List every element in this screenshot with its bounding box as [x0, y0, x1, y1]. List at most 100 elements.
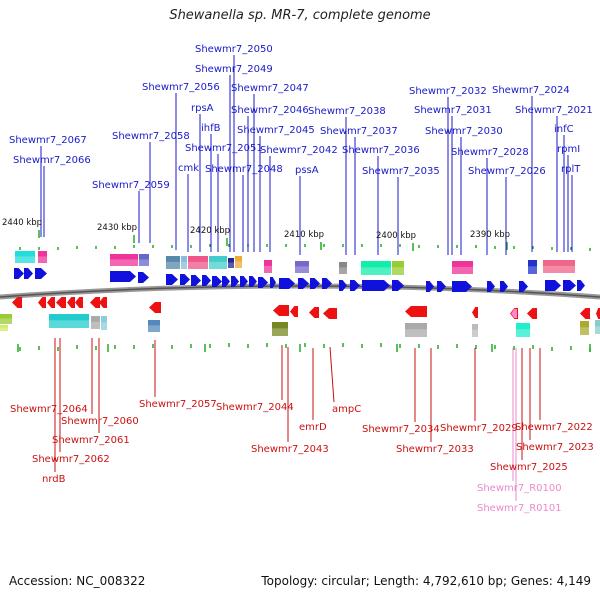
reverse-gene-arrow	[56, 297, 66, 308]
forward-gene-arrow	[310, 278, 320, 289]
forward-label-shewmr7-2045: Shewmr7_2045	[237, 125, 315, 136]
reverse-label-shewmr7-2043: Shewmr7_2043	[251, 444, 329, 455]
forward-label-shewmr7-2042: Shewmr7_2042	[260, 145, 338, 156]
reverse-label-shewmr7-2057: Shewmr7_2057	[139, 399, 217, 410]
forward-gene-arrow	[24, 268, 33, 279]
feature-box-shade	[110, 259, 138, 266]
forward-gene-arrow	[231, 276, 239, 287]
feature-box-shade	[272, 328, 288, 336]
forward-gene-arrow	[563, 280, 576, 291]
feature-box-shade	[228, 262, 234, 268]
feature-box-shade	[361, 267, 391, 275]
reverse-label-nrdb: nrdB	[42, 474, 66, 485]
forward-gene-arrow	[180, 274, 190, 285]
scale-label-2430-kbp: 2430 kbp	[97, 223, 137, 233]
feature-box-shade	[15, 256, 35, 263]
forward-gene-arrow	[110, 271, 136, 282]
forward-gene-arrow	[240, 276, 248, 287]
forward-gene-arrow	[350, 280, 360, 291]
forward-label-ihfb: ihfB	[201, 123, 221, 134]
feature-box-shade	[543, 265, 575, 273]
scale-label-2400-kbp: 2400 kbp	[376, 231, 416, 241]
forward-gene-arrow	[202, 275, 211, 286]
feature-box	[272, 322, 288, 336]
reverse-label-ampc: ampC	[332, 404, 361, 415]
feature-box	[405, 323, 427, 337]
reverse-label-shewmr7-2064: Shewmr7_2064	[10, 404, 88, 415]
feature-box-shade	[49, 320, 89, 328]
forward-gene-arrow	[519, 281, 528, 292]
feature-box	[516, 323, 530, 337]
feature-box	[0, 314, 12, 324]
feature-box	[580, 321, 589, 335]
reverse-label-emrd: emrD	[299, 422, 327, 433]
feature-box	[148, 320, 160, 332]
feature-box-shade	[188, 261, 208, 269]
forward-label-shewmr7-2058: Shewmr7_2058	[112, 131, 190, 142]
rna-gene-arrow	[511, 309, 517, 318]
feature-box	[91, 316, 100, 329]
scale-label-2390-kbp: 2390 kbp	[470, 230, 510, 240]
feature-box	[264, 260, 272, 273]
forward-gene-arrow	[35, 268, 47, 279]
reverse-label-shewmr7-2062: Shewmr7_2062	[32, 454, 110, 465]
forward-label-shewmr7-2021: Shewmr7_2021	[515, 105, 593, 116]
reverse-gene-arrow	[149, 302, 161, 313]
feature-box	[228, 258, 234, 268]
forward-label-infc: infC	[554, 124, 574, 135]
reverse-gene-arrow	[12, 297, 22, 308]
reverse-label-shewmr7-2029: Shewmr7_2029	[440, 423, 518, 434]
forward-gene-arrow	[362, 280, 390, 291]
feature-box	[49, 314, 89, 328]
feature-box	[15, 251, 35, 263]
reverse-label-shewmr7-2061: Shewmr7_2061	[52, 435, 130, 446]
reverse-gene-arrow	[273, 305, 289, 316]
feature-box	[139, 254, 149, 266]
forward-label-shewmr7-2036: Shewmr7_2036	[342, 145, 420, 156]
reverse-gene-arrow	[405, 306, 427, 317]
feature-box	[543, 260, 575, 273]
forward-label-shewmr7-2024: Shewmr7_2024	[492, 85, 570, 96]
reverse-gene-arrow	[67, 297, 75, 308]
reverse-gene-arrow	[47, 297, 55, 308]
feature-box-shade	[91, 321, 100, 329]
reverse-gene-arrow	[99, 297, 107, 308]
reverse-label-shewmr7-2023: Shewmr7_2023	[516, 442, 594, 453]
feature-box-shade	[295, 266, 309, 273]
forward-gene-arrow	[452, 281, 472, 292]
feature-box-shade	[0, 318, 12, 324]
forward-gene-arrow	[500, 281, 508, 292]
feature-box	[295, 261, 309, 273]
forward-label-shewmr7-2049: Shewmr7_2049	[195, 64, 273, 75]
feature-box-shade	[209, 261, 227, 269]
forward-label-shewmr7-2066: Shewmr7_2066	[13, 155, 91, 166]
reverse-label-shewmr7-2025: Shewmr7_2025	[490, 462, 568, 473]
reverse-gene-arrow	[38, 297, 46, 308]
feature-box-shade	[148, 325, 160, 332]
forward-gene-arrow	[339, 280, 347, 291]
forward-label-shewmr7-2050: Shewmr7_2050	[195, 44, 273, 55]
feature-box-shade	[405, 329, 427, 337]
feature-box	[339, 262, 347, 274]
rna-label-shewmr7-r0100: Shewmr7_R0100	[477, 483, 562, 494]
scale-label-2440-kbp: 2440 kbp	[2, 218, 42, 228]
forward-label-shewmr7-2046: Shewmr7_2046	[231, 105, 309, 116]
reverse-label-shewmr7-2033: Shewmr7_2033	[396, 444, 474, 455]
forward-label-shewmr7-2051: Shewmr7_2051	[185, 143, 263, 154]
reverse-label-shewmr7-2022: Shewmr7_2022	[515, 422, 593, 433]
scale-label-2420-kbp: 2420 kbp	[190, 226, 230, 236]
map-title: Shewanella sp. MR-7, complete genome	[169, 8, 431, 23]
forward-label-shewmr7-2032: Shewmr7_2032	[409, 86, 487, 97]
forward-label-shewmr7-2026: Shewmr7_2026	[468, 166, 546, 177]
reverse-gene-arrow	[75, 297, 83, 308]
feature-box	[528, 260, 537, 274]
forward-gene-arrow	[426, 281, 434, 292]
label-leader-lines	[40, 55, 573, 501]
forward-gene-arrow	[279, 278, 295, 289]
forward-label-shewmr7-2035: Shewmr7_2035	[362, 166, 440, 177]
forward-gene-arrow	[258, 277, 268, 288]
reverse-label-shewmr7-2060: Shewmr7_2060	[61, 416, 139, 427]
feature-box-shade	[339, 267, 347, 274]
